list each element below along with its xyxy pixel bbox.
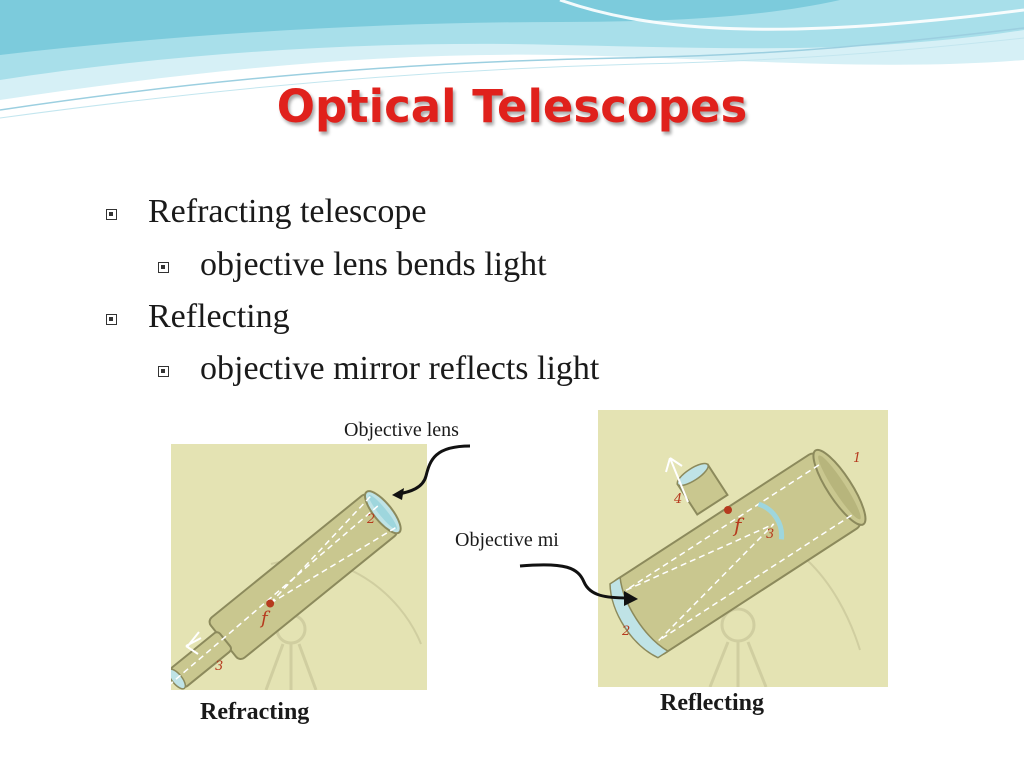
bullet-square-icon [106, 209, 117, 220]
reflecting-caption: Reflecting [660, 690, 764, 716]
bullet-item: Refracting telescope [148, 193, 427, 230]
header-wave-decoration [0, 0, 1024, 119]
refracting-caption: Refracting [200, 699, 310, 725]
aperture-number-label: 1 [853, 451, 861, 466]
sub-bullet-item: objective lens bends light [200, 246, 547, 283]
refracting-telescope-illustration: f 2 3 [171, 490, 422, 690]
page-title: Optical Telescopes [276, 80, 748, 133]
callout-arrow-icon [392, 444, 471, 500]
objective-mirror-callout: Objective mirror [455, 529, 589, 552]
bullet-item: Reflecting [148, 298, 290, 335]
sub-bullet-square-icon [158, 262, 169, 273]
bullet-square-icon [106, 314, 117, 325]
bullet-list: Refracting telescope objective lens bend… [106, 193, 600, 387]
refracting-telescope-image: f 2 3 [171, 444, 427, 690]
eyepiece-number-label: 4 [673, 492, 682, 507]
primary-mirror-number-label: 2 [621, 624, 630, 639]
lens-number-label: 2 [366, 512, 375, 527]
objective-lens-callout: Objective lens [344, 419, 459, 441]
callout-text-dark: Objective mi [455, 529, 559, 551]
reflecting-telescope-image: f 1 2 3 4 [598, 410, 888, 687]
sub-bullet-square-icon [158, 366, 169, 377]
reflecting-telescope-illustration: f 1 2 3 4 [609, 448, 867, 687]
callout-text-light: rror [558, 529, 589, 551]
sub-bullet-item: objective mirror reflects light [200, 350, 600, 387]
secondary-mirror-number-label: 3 [766, 527, 774, 542]
callout-arrow-icon [519, 563, 638, 606]
eyepiece-number-label: 3 [215, 659, 223, 674]
